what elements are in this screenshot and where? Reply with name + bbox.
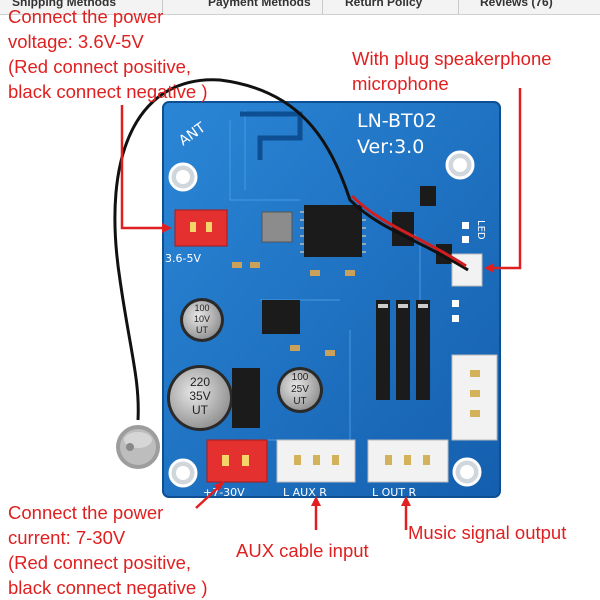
version-label: Ver:3.0 — [357, 136, 424, 158]
tab-payment-methods[interactable]: Payment Methods — [208, 0, 311, 9]
annotation-aux: AUX cable input — [236, 540, 369, 561]
power-connector-low — [174, 209, 228, 247]
aux-silk-label: L AUX R — [283, 486, 327, 499]
annotation-line: black connect negative ) — [8, 81, 208, 102]
tab-divider — [322, 0, 323, 14]
svg-text:10V: 10V — [194, 314, 210, 324]
annotation-microphone: With plug speakerphone microphone — [352, 46, 552, 96]
annotation-power-high: Connect the power current: 7-30V (Red co… — [8, 500, 208, 600]
resistor-arrays — [376, 300, 430, 400]
antenna-trace — [240, 111, 303, 160]
tab-shipping-methods[interactable]: Shipping Methods — [12, 0, 116, 9]
crystal-oscillator — [261, 211, 293, 243]
tab-bar: Shipping Methods Payment Methods Return … — [0, 0, 600, 15]
mounting-holes — [168, 150, 482, 488]
capacitor-220uf: 220 35V UT — [167, 365, 233, 431]
svg-text:100: 100 — [194, 303, 209, 313]
out-silk-label: L OUT R — [372, 486, 417, 499]
audio-output-connector — [367, 439, 449, 483]
aux-input-connector — [276, 439, 356, 483]
model-label: LN-BT02 — [357, 110, 437, 132]
led-label: LED — [475, 220, 486, 240]
tab-divider — [458, 0, 459, 14]
ic-small — [392, 212, 414, 246]
annotation-line: black connect negative ) — [8, 577, 208, 598]
svg-text:220: 220 — [190, 375, 210, 389]
annotation-line: (Red connect positive, — [8, 552, 192, 573]
amplifier-chip — [262, 300, 300, 334]
led-pads — [452, 222, 469, 322]
annotation-line: With plug speakerphone — [352, 48, 552, 69]
power-connector-high — [206, 439, 268, 483]
inductor — [232, 368, 260, 428]
annotation-line: Connect the power — [8, 6, 164, 27]
side-connector — [451, 354, 498, 441]
power-low-label: 3.6-5V — [165, 252, 201, 265]
annotation-line: Connect the power — [8, 502, 164, 523]
annotation-line: (Red connect positive, — [8, 56, 192, 77]
arrow-heads — [162, 223, 494, 506]
annotation-power-low: Connect the power voltage: 3.6V-5V (Red … — [8, 4, 208, 104]
svg-text:25V: 25V — [291, 384, 309, 395]
tab-return-policy[interactable]: Return Policy — [345, 0, 423, 9]
annotation-music-output: Music signal output — [408, 522, 567, 543]
annotation-line: voltage: 3.6V-5V — [8, 31, 144, 52]
mic-cable — [113, 78, 469, 421]
annotation-line: current: 7-30V — [8, 527, 126, 548]
microphone — [116, 425, 160, 469]
bluetooth-chip — [304, 205, 362, 257]
tab-divider — [162, 0, 163, 14]
svg-text:35V: 35V — [189, 389, 210, 403]
svg-text:UT: UT — [192, 403, 209, 417]
capacitor-100uf-25v: 100 25V UT — [277, 367, 323, 413]
svg-text:UT: UT — [293, 396, 306, 407]
capacitor-100uf-10v: 100 10V UT — [180, 298, 224, 342]
tab-reviews[interactable]: Reviews (76) — [480, 0, 553, 9]
svg-text:UT: UT — [196, 325, 208, 335]
power-high-label: +7-30V — [203, 486, 245, 499]
annotation-line: microphone — [352, 73, 449, 94]
svg-text:100: 100 — [292, 372, 309, 383]
